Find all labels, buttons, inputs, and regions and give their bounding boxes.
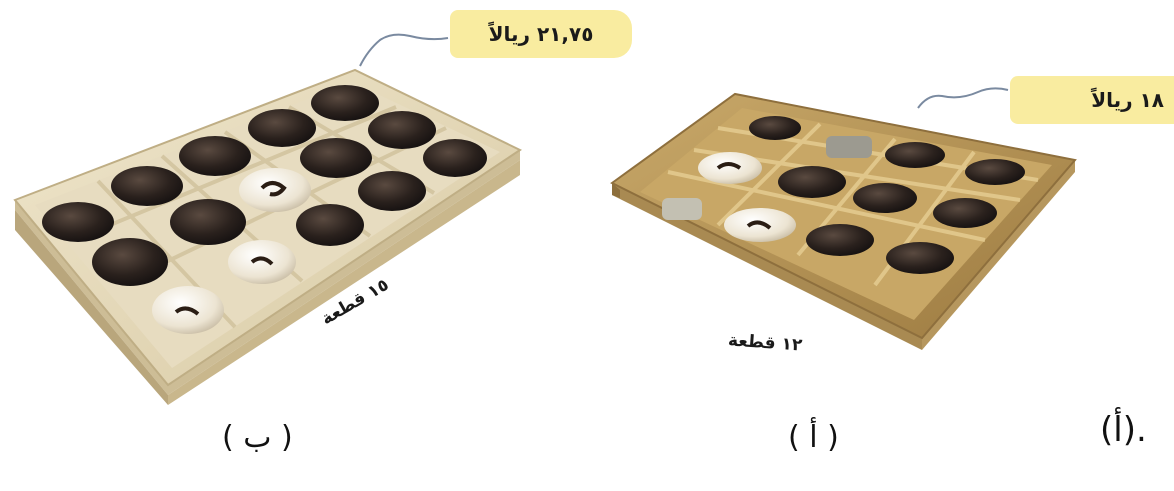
price-box-b: ٢١,٧٥ ريالاً [488, 22, 594, 46]
price-tag-string [359, 33, 449, 67]
price-tag-box-a: ١٨ ريالاً [1010, 76, 1174, 124]
caption-box-b: ( ب ) [222, 420, 293, 455]
chocolate-box-a [610, 92, 1077, 350]
chocolate-box-b [13, 68, 523, 405]
price-box-a: ١٨ ريالاً [1091, 88, 1164, 112]
price-tag-string [917, 87, 1009, 109]
price-tag-box-b: ٢١,٧٥ ريالاً [450, 10, 632, 58]
caption-box-a: ( أ ) [788, 420, 839, 455]
option-label: (أ). [1100, 410, 1147, 450]
